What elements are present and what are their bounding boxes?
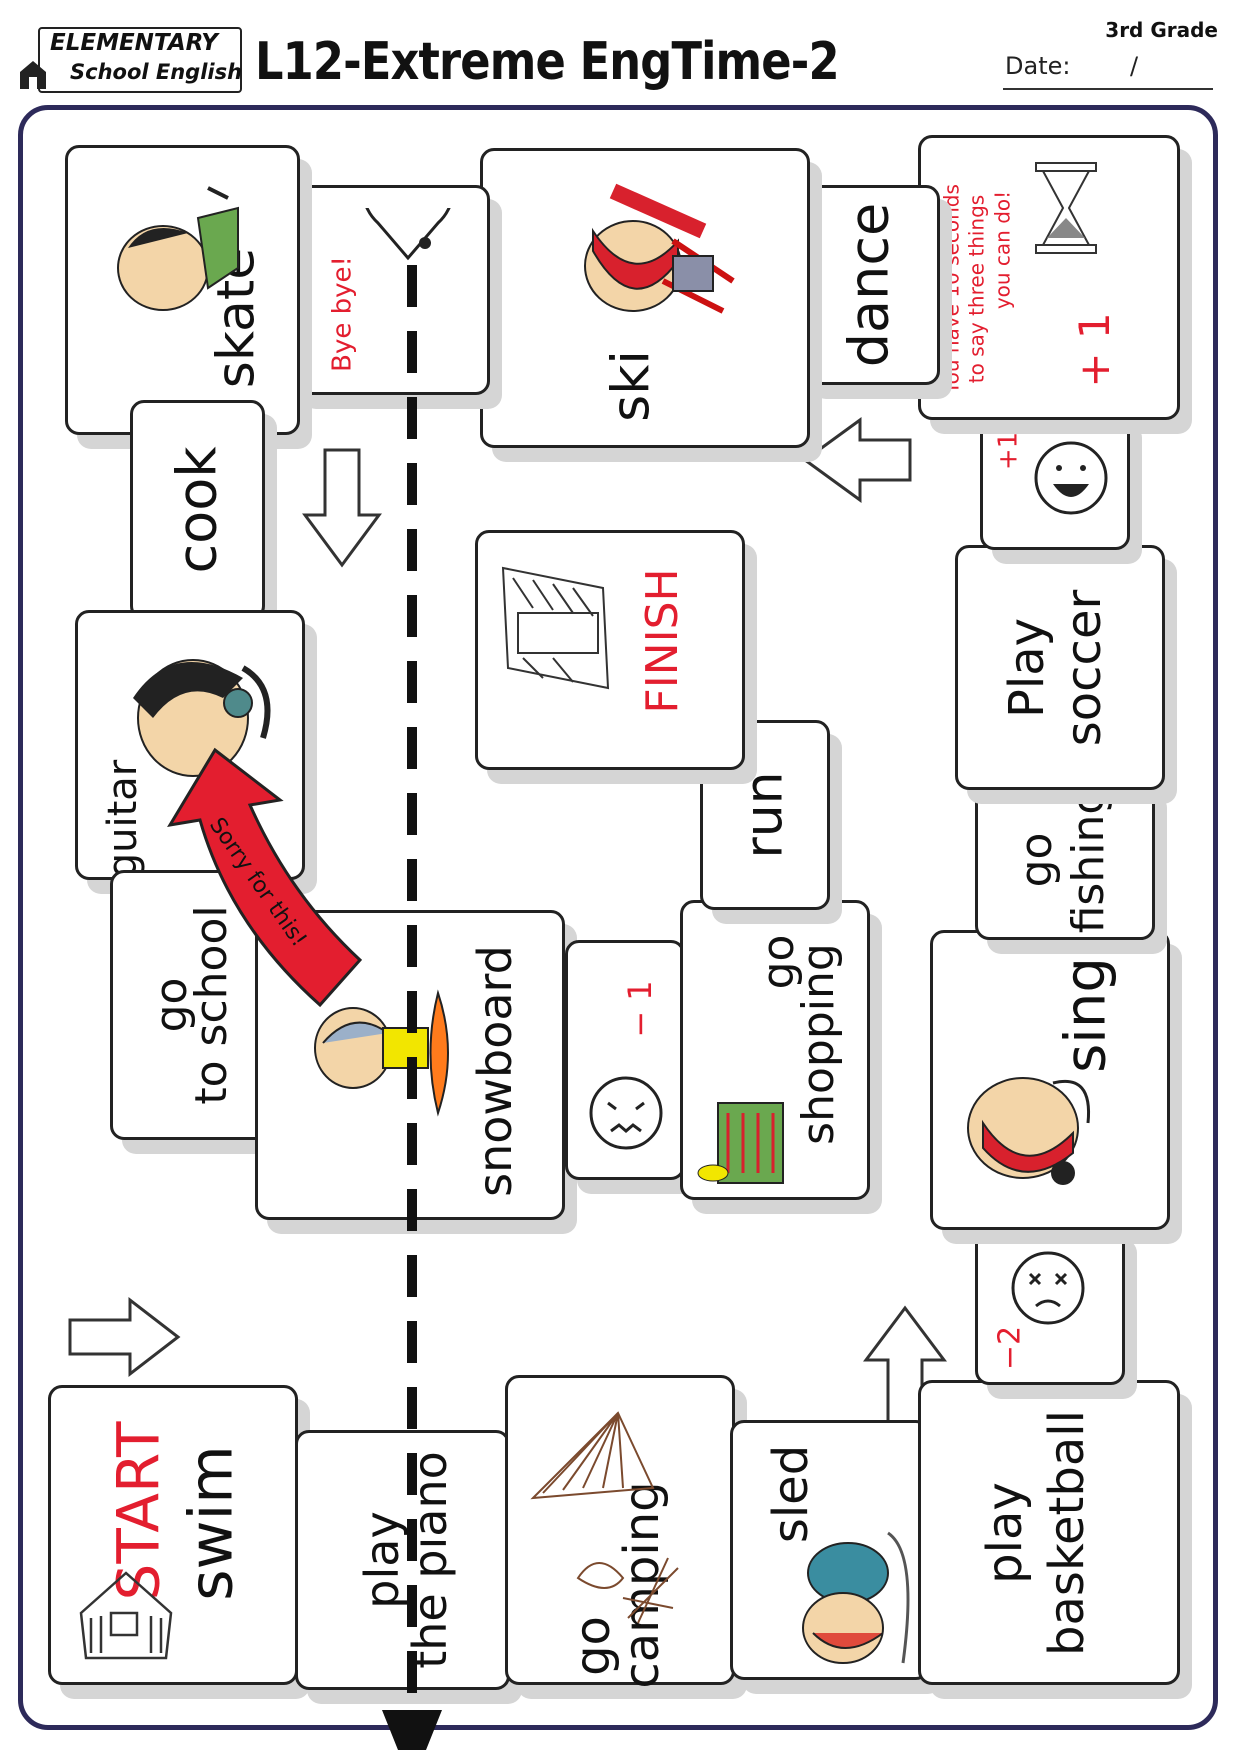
logo-line2: School English — [70, 60, 243, 84]
laughing-face-icon — [1034, 441, 1108, 515]
arrow-right-icon — [68, 1296, 181, 1378]
tile-minus-one[interactable]: − 1 — [565, 940, 685, 1180]
tile-go-fishing[interactable]: go fishing — [975, 780, 1155, 940]
skater-kid-icon — [117, 186, 239, 311]
dizzy-face-icon — [1011, 1251, 1085, 1325]
arrow-left-icon — [802, 417, 912, 503]
skier-kid-icon — [584, 183, 735, 314]
tile-bonus-challenge[interactable]: You have 10 seconds to say three things … — [918, 135, 1180, 420]
campfire-icon — [576, 1557, 679, 1624]
tent-icon — [530, 1411, 655, 1500]
tile-minus-two[interactable]: −2 — [975, 1225, 1125, 1385]
sled-kid-icon — [802, 1531, 910, 1664]
house-icon — [79, 1571, 173, 1660]
hourglass-icon — [1035, 162, 1097, 254]
tile-dance[interactable]: dance — [800, 185, 940, 385]
tile-finish[interactable]: FINISH — [475, 530, 745, 770]
tile-bye-bye[interactable]: Bye bye! — [290, 185, 490, 395]
date-separator: / — [1130, 52, 1139, 80]
guitar-girl-icon — [133, 659, 271, 777]
school-house-icon — [18, 58, 48, 90]
finish-door-icon — [501, 566, 610, 690]
shortcut-arrowhead — [382, 1710, 442, 1750]
worksheet-title: L12-Extreme EngTime-2 — [255, 32, 840, 92]
tile-guitar[interactable]: guitar — [75, 610, 305, 880]
logo — [38, 27, 242, 93]
tile-plus-one[interactable]: +1 — [980, 410, 1130, 550]
shopping-basket-icon — [697, 1102, 784, 1184]
arrow-down-icon — [302, 448, 382, 568]
date-label: Date: — [1005, 52, 1071, 80]
u-turn-arrow — [167, 747, 363, 1008]
snowboarder-kid-icon — [314, 989, 449, 1117]
tile-go-shopping[interactable]: go shopping — [680, 900, 870, 1200]
date-field[interactable] — [1003, 88, 1213, 90]
tile-cook[interactable]: cook — [130, 400, 265, 620]
chomper-icon — [361, 208, 455, 261]
logo-line1: ELEMENTARY — [50, 30, 218, 56]
tile-go-camping[interactable]: go camping — [505, 1375, 735, 1688]
tile-skate[interactable]: skate — [65, 145, 300, 435]
tile-sing[interactable]: sing — [930, 930, 1170, 1230]
grade-label: 3rd Grade — [1105, 18, 1218, 42]
tile-ski[interactable]: ski — [480, 148, 810, 448]
sad-face-icon — [589, 1076, 663, 1150]
singer-kid-icon — [967, 1077, 1091, 1185]
